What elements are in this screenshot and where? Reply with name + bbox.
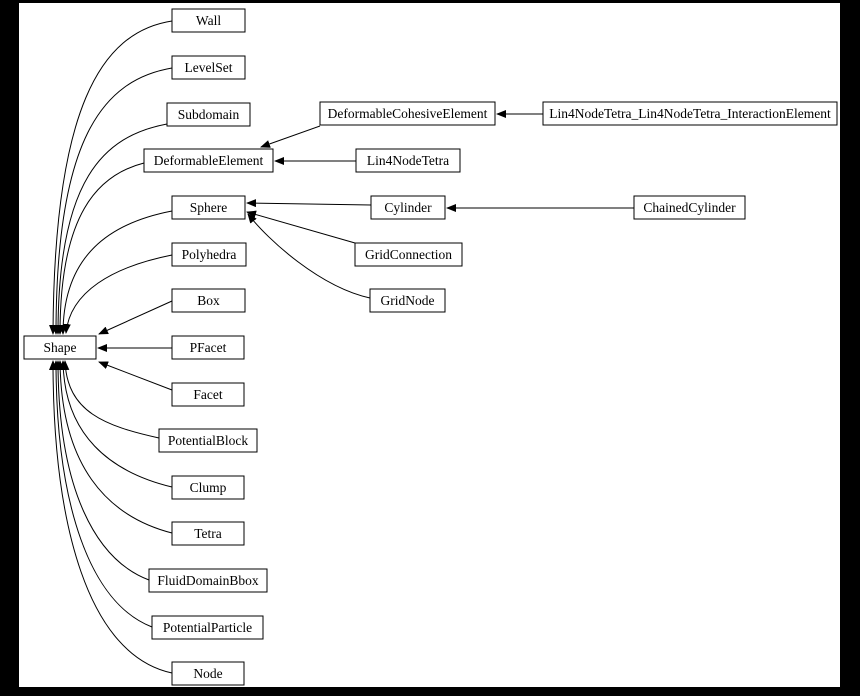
inheritance-edge-gridconnection-to-sphere: [246, 210, 356, 244]
class-node-label: Shape: [44, 340, 77, 355]
class-node-label: FluidDomainBbox: [157, 573, 259, 588]
class-node-potentialparticle[interactable]: PotentialParticle: [151, 615, 264, 640]
class-node-box: [171, 335, 245, 360]
class-node-wall[interactable]: Wall: [171, 8, 246, 33]
inheritance-edge-tetra-to-shape: [56, 360, 173, 534]
class-node-fluiddomainbbox[interactable]: FluidDomainBbox: [148, 568, 268, 593]
class-node-label: Wall: [196, 13, 221, 28]
inheritance-edge-cylinder-to-sphere: [246, 199, 372, 208]
class-node-cylinder[interactable]: Cylinder: [370, 195, 446, 220]
class-node-box: [148, 568, 268, 593]
class-node-chainedcylinder[interactable]: ChainedCylinder: [633, 195, 746, 220]
class-node-box: [171, 195, 246, 220]
class-node-label: Lin4NodeTetra_Lin4NodeTetra_InteractionE…: [549, 106, 831, 121]
class-node-box: [23, 335, 97, 360]
class-node-box: [171, 242, 247, 267]
inheritance-edge-facet-to-shape: [98, 361, 173, 391]
class-node-box: [354, 242, 463, 267]
class-node-label: Lin4NodeTetra: [367, 153, 449, 168]
inheritance-edge-box-to-shape: [98, 300, 173, 335]
class-node-box: [171, 55, 246, 80]
inheritance-edge-subdomain-to-shape: [54, 123, 168, 335]
class-node-box: [158, 428, 258, 453]
inheritance-edge-wall-to-shape: [49, 20, 173, 335]
class-node-gridnode[interactable]: GridNode: [369, 288, 446, 313]
class-node-label: LevelSet: [185, 60, 233, 75]
class-node-polyhedra[interactable]: Polyhedra: [171, 242, 247, 267]
class-node-label: Tetra: [194, 526, 222, 541]
inheritance-edge-polyhedra-to-shape: [62, 254, 173, 334]
class-node-box: [151, 615, 264, 640]
inheritance-edge-sphere-to-shape: [59, 210, 173, 335]
class-node-box: [369, 288, 446, 313]
class-node-label: PFacet: [190, 340, 227, 355]
class-node-lin4nodetetra_lin4nodetetra_interactionelement[interactable]: Lin4NodeTetra_Lin4NodeTetra_InteractionE…: [542, 101, 838, 126]
inheritance-edge-deformablecohesiveelement-to-deformableelement: [260, 125, 321, 148]
class-node-levelset[interactable]: LevelSet: [171, 55, 246, 80]
inheritance-edge-levelset-to-shape: [52, 67, 173, 335]
class-node-box: [633, 195, 746, 220]
class-node-gridconnection[interactable]: GridConnection: [354, 242, 463, 267]
class-node-box: [171, 661, 245, 686]
nodes-layer: Shape WallLevelSetSubdomainDeformableElem…: [23, 8, 838, 686]
class-node-label: Clump: [190, 480, 227, 495]
class-node-label: ChainedCylinder: [643, 200, 736, 215]
class-node-box: [166, 102, 251, 127]
class-node-box: [171, 288, 246, 313]
class-node-box: [355, 148, 461, 173]
class-node-deformablecohesiveelement[interactable]: DeformableCohesiveElement: [319, 101, 496, 126]
class-node-label: PotentialBlock: [168, 433, 248, 448]
class-node-box: [171, 475, 245, 500]
class-node-label: Facet: [193, 387, 222, 402]
inheritance-edge-node-to-shape: [49, 360, 173, 674]
class-node-box: [171, 382, 245, 407]
class-node-shape[interactable]: Shape: [23, 335, 97, 360]
class-node-label: GridConnection: [365, 247, 452, 262]
edges-layer: [49, 20, 634, 674]
class-node-potentialblock[interactable]: PotentialBlock: [158, 428, 258, 453]
class-node-box: [143, 148, 274, 173]
class-node-box: [319, 101, 496, 126]
class-node-box: [171, 8, 246, 33]
class-node-label: GridNode: [381, 293, 435, 308]
inheritance-edge-clump-to-shape: [59, 360, 173, 488]
inheritance-edge-deformableelement-to-shape: [56, 162, 145, 335]
class-node-box[interactable]: Box: [171, 288, 246, 313]
class-node-box: [370, 195, 446, 220]
class-node-subdomain[interactable]: Subdomain: [166, 102, 251, 127]
class-node-label: DeformableElement: [154, 153, 264, 168]
class-node-box: [171, 521, 245, 546]
class-node-node[interactable]: Node: [171, 661, 245, 686]
class-node-label: Sphere: [190, 200, 228, 215]
class-node-label: DeformableCohesiveElement: [328, 106, 488, 121]
class-node-deformableelement[interactable]: DeformableElement: [143, 148, 274, 173]
class-node-label: Subdomain: [178, 107, 240, 122]
inheritance-edge-potentialblock-to-shape: [61, 360, 160, 439]
class-node-label: Box: [197, 293, 220, 308]
class-node-label: PotentialParticle: [163, 620, 252, 635]
class-node-sphere[interactable]: Sphere: [171, 195, 246, 220]
class-node-facet[interactable]: Facet: [171, 382, 245, 407]
class-node-label: Polyhedra: [182, 247, 237, 262]
class-node-lin4nodetetra[interactable]: Lin4NodeTetra: [355, 148, 461, 173]
class-node-clump[interactable]: Clump: [171, 475, 245, 500]
class-node-label: Node: [193, 666, 222, 681]
inheritance-edge-potentialparticle-to-shape: [52, 360, 153, 628]
class-node-box: [542, 101, 838, 126]
class-node-pfacet[interactable]: PFacet: [171, 335, 245, 360]
class-node-tetra[interactable]: Tetra: [171, 521, 245, 546]
inheritance-edge-fluiddomainbbox-to-shape: [54, 360, 150, 581]
inheritance-edge-gridnode-to-sphere: [247, 213, 371, 299]
class-node-label: Cylinder: [384, 200, 432, 215]
